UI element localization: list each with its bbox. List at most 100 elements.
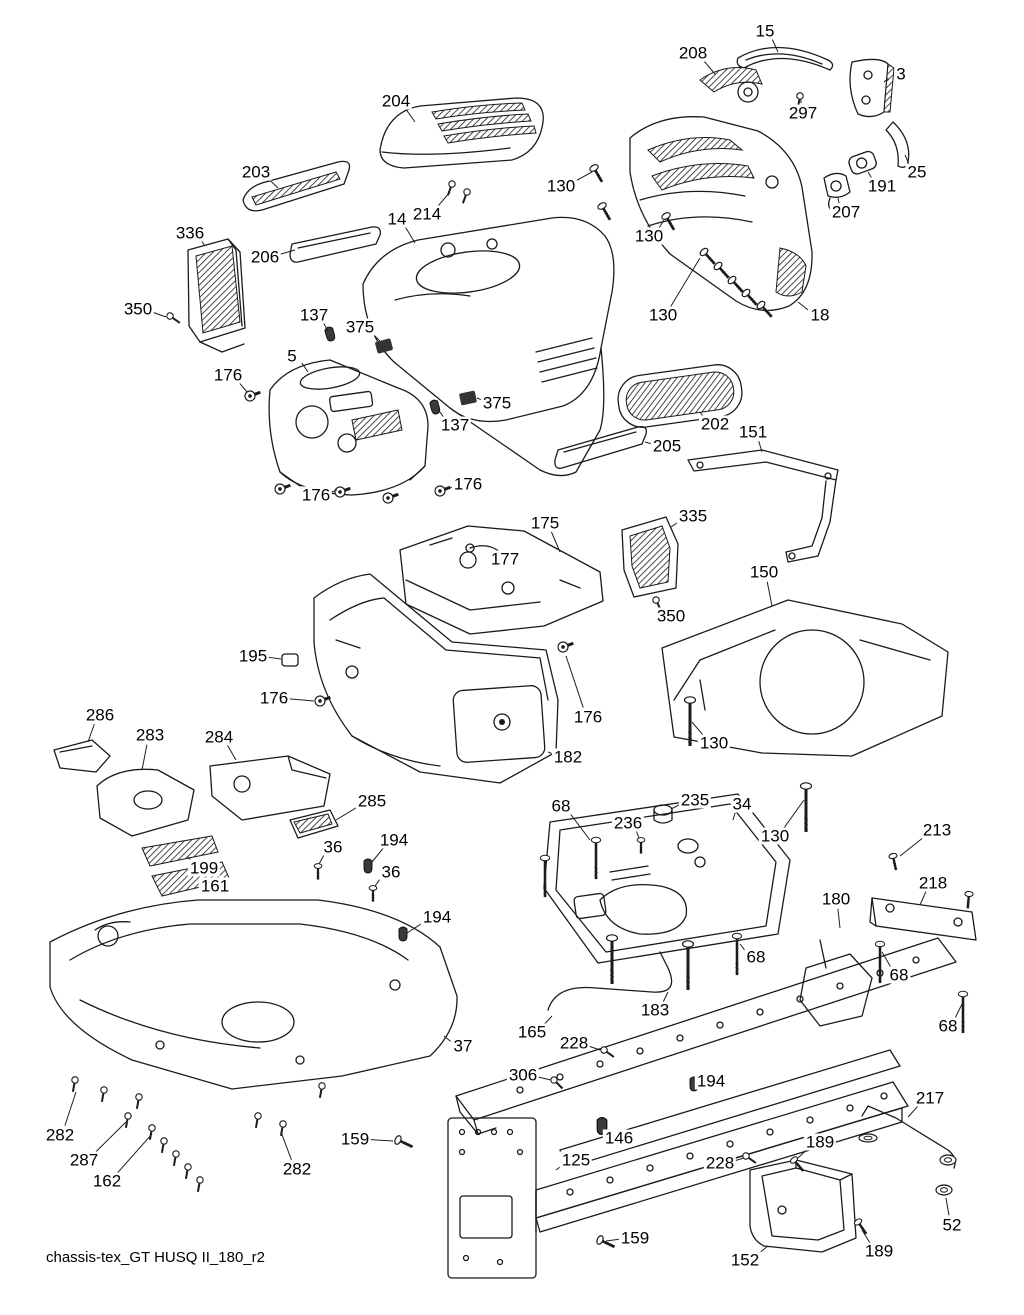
part-number-label: 130 — [646, 305, 680, 325]
part-number-label: 194 — [420, 907, 454, 927]
part-number-label: 159 — [338, 1129, 372, 1149]
leader-line — [732, 812, 736, 821]
panel-335-drawing — [621, 516, 679, 598]
leader-line — [919, 891, 927, 906]
leader-line — [550, 531, 561, 553]
fender-182-drawing — [313, 573, 559, 784]
leader-line — [702, 59, 716, 75]
part-number-label: 228 — [703, 1153, 737, 1173]
leader-line — [954, 1001, 964, 1018]
part-number-label: 297 — [786, 103, 820, 123]
part-number-label: 162 — [90, 1171, 124, 1191]
drawing-footer-label: chassis-tex_GT HUSQ II_180_r2 — [46, 1249, 265, 1266]
part-number-label: 150 — [747, 562, 781, 582]
part-number-label: 350 — [654, 606, 688, 626]
part-number-label: 203 — [239, 162, 273, 182]
part-number-label: 130 — [544, 176, 578, 196]
part-number-label: 375 — [480, 393, 514, 413]
part-number-label: 130 — [632, 226, 666, 246]
leader-line — [837, 197, 840, 204]
leader-line — [368, 1139, 394, 1142]
part-number-label: 189 — [862, 1241, 896, 1261]
leader-line — [861, 1229, 871, 1244]
part-number-label: 151 — [736, 422, 770, 442]
part-number-label: 176 — [299, 485, 333, 505]
part-number-label: 183 — [638, 1000, 672, 1020]
part-number-label: 146 — [602, 1128, 636, 1148]
part-number-label: 194 — [377, 830, 411, 850]
bracket-151-drawing — [687, 449, 839, 563]
leader-line — [301, 362, 309, 373]
part-number-label: 68 — [887, 965, 911, 985]
part-number-label: 205 — [650, 436, 684, 456]
leader-line — [797, 301, 809, 311]
part-number-label: 375 — [343, 317, 377, 337]
part-number-label: 130 — [758, 826, 792, 846]
leader-line — [443, 1035, 451, 1042]
leader-line — [837, 908, 841, 929]
leader-line — [116, 1133, 153, 1175]
cover-284-drawing — [209, 755, 331, 821]
footrest-plate-175-drawing — [399, 525, 604, 635]
part-number-label: 235 — [678, 790, 712, 810]
trim-strip-15-drawing — [736, 46, 834, 71]
part-number-label: 36 — [321, 837, 345, 857]
part-number-label: 284 — [202, 727, 236, 747]
part-number-label: 68 — [744, 947, 768, 967]
part-number-label: 336 — [173, 223, 207, 243]
cover-286-drawing — [53, 739, 111, 773]
part-number-label: 176 — [257, 688, 291, 708]
part-number-label: 14 — [385, 209, 409, 229]
part-number-label: 282 — [43, 1125, 77, 1145]
leader-line — [945, 1197, 950, 1216]
part-number-label: 180 — [819, 889, 853, 909]
leader-line — [771, 39, 779, 53]
leader-line — [141, 744, 148, 771]
part-number-label: 175 — [528, 513, 562, 533]
leader-line — [670, 257, 701, 307]
part-number-label: 165 — [515, 1022, 549, 1042]
leader-line — [691, 721, 705, 737]
part-number-label: 189 — [803, 1132, 837, 1152]
part-number-label: 152 — [728, 1250, 762, 1270]
part-number-label: 207 — [829, 202, 863, 222]
leader-line — [658, 219, 665, 229]
part-number-label: 176 — [211, 365, 245, 385]
part-number-label: 335 — [676, 506, 710, 526]
leader-line — [662, 991, 669, 1003]
part-number-label: 283 — [133, 725, 167, 745]
dash-panel-5-drawing — [268, 359, 429, 496]
part-number-label: 161 — [198, 876, 232, 896]
part-number-label: 68 — [936, 1016, 960, 1036]
wire-183-drawing — [547, 951, 673, 1011]
part-number-label: 37 — [451, 1036, 475, 1056]
leader-line — [635, 830, 640, 839]
leader-line — [335, 805, 360, 821]
part-number-label: 206 — [248, 247, 282, 267]
part-number-label: 306 — [506, 1065, 540, 1085]
part-number-label: 228 — [557, 1033, 591, 1053]
vent-285-drawing — [289, 809, 339, 839]
part-number-label: 3 — [894, 64, 908, 84]
fender-deck-37-drawing — [49, 899, 458, 1090]
leader-line — [404, 226, 416, 244]
cap-235-drawing — [653, 804, 673, 824]
part-number-label: 287 — [67, 1150, 101, 1170]
part-number-label: 191 — [865, 176, 899, 196]
part-number-label: 217 — [913, 1088, 947, 1108]
hood-insert-204-drawing — [379, 97, 544, 169]
part-number-label: 176 — [451, 474, 485, 494]
leader-line — [766, 581, 773, 607]
part-number-label: 177 — [488, 549, 522, 569]
leader-line — [94, 1121, 127, 1154]
part-number-label: 204 — [379, 91, 413, 111]
leader-line — [436, 191, 451, 208]
leader-line — [280, 1131, 292, 1160]
fastener-hardware — [68, 91, 975, 1253]
part-number-label: 218 — [916, 873, 950, 893]
part-number-label: 52 — [940, 1215, 964, 1235]
part-number-label: 15 — [753, 21, 777, 41]
